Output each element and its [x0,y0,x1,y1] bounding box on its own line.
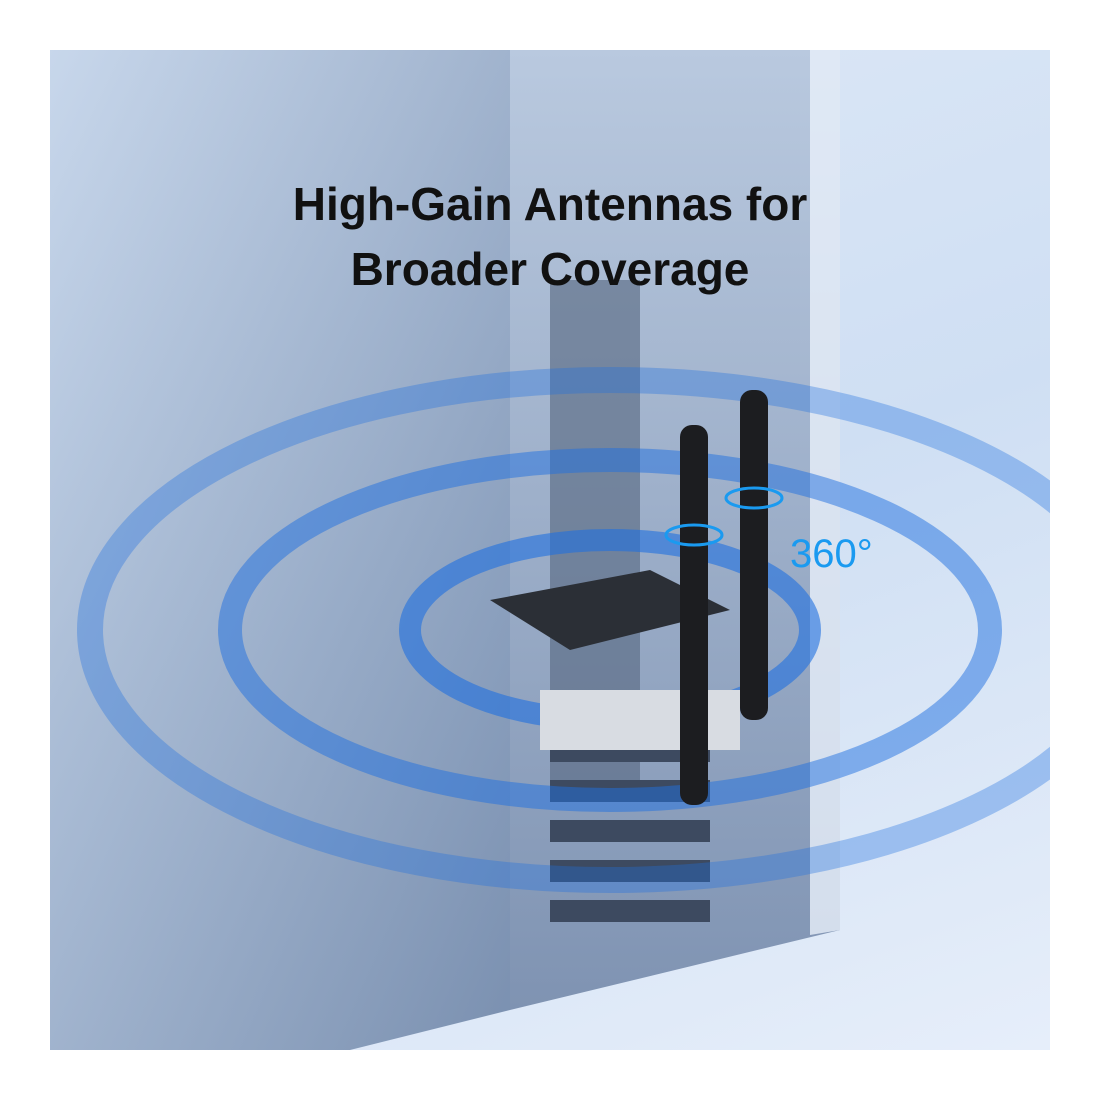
rotation-ring-icon [724,486,784,510]
pc-case-illustration [50,50,1050,1050]
rotation-label: 360° [790,532,873,576]
pcie-bracket [540,690,740,750]
signal-waves [77,367,1050,893]
headline-line-2: Broader Coverage [350,243,750,295]
background-panel: High-Gain Antennas for Broader Coverage … [50,50,1050,1050]
rotation-ring-icon [664,523,724,547]
antennas [664,390,784,805]
headline-line-1: High-Gain Antennas for [292,178,808,230]
wifi-card-heatsink [490,570,730,650]
